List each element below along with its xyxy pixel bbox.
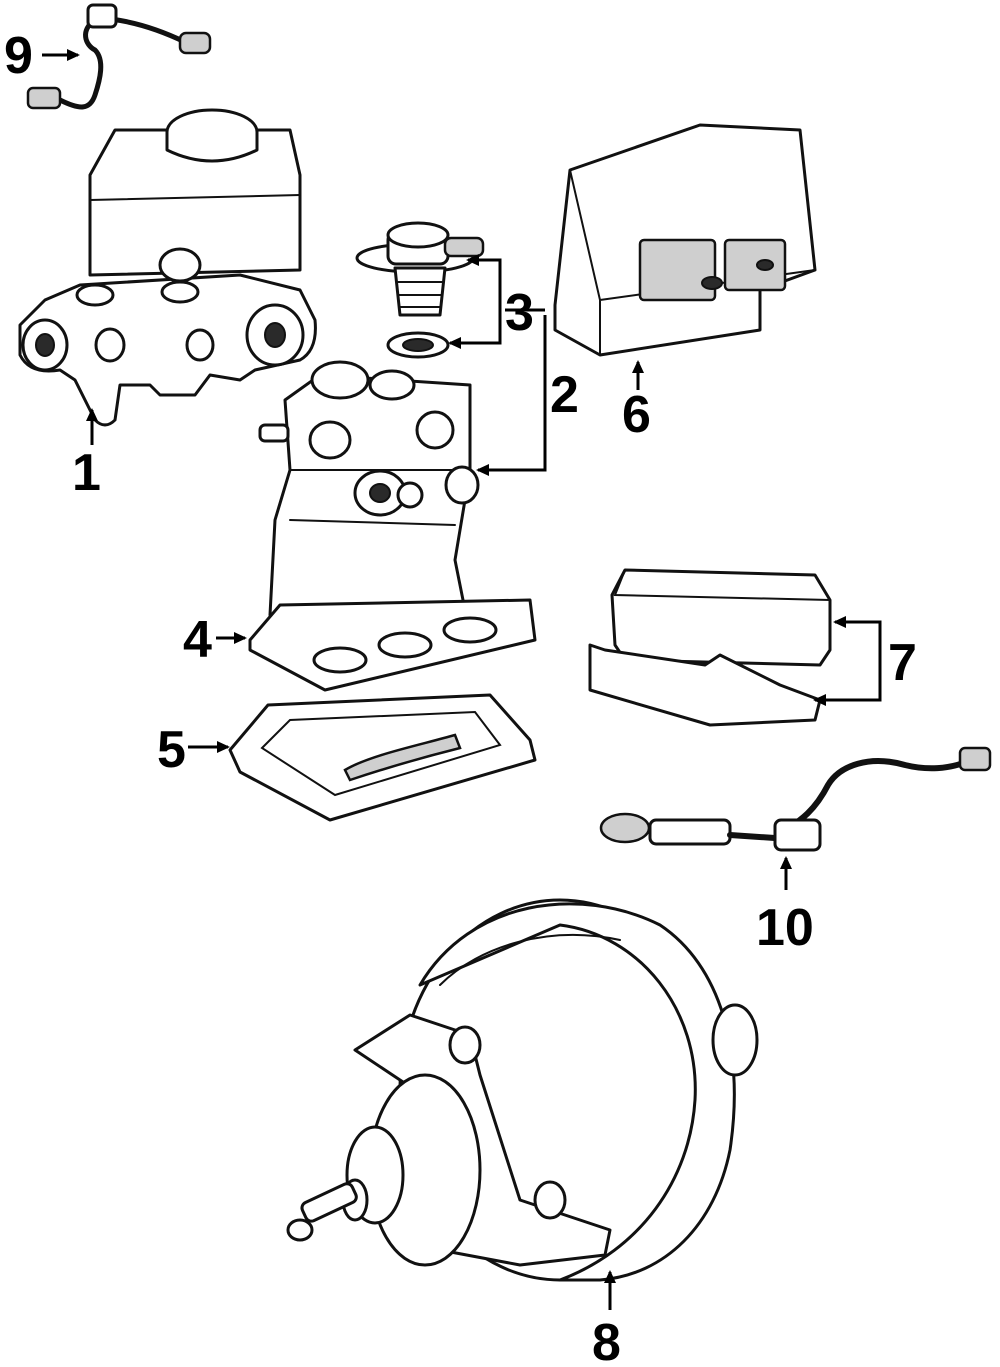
callout-1: 1: [72, 444, 101, 502]
callout-6: 6: [622, 386, 651, 444]
part-4-base-plate: [248, 598, 537, 692]
leader-2: [476, 315, 547, 476]
leader-lines: [42, 49, 882, 1310]
callout-labels: 1 2 3 4 5 6 7 8 9 10: [4, 27, 917, 1367]
leader-3-top: [466, 254, 502, 285]
part-1-master-cylinder: [18, 108, 317, 427]
callout-9: 9: [4, 27, 33, 85]
callout-4: 4: [183, 611, 212, 669]
callout-5: 5: [157, 721, 186, 779]
callout-3: 3: [505, 284, 534, 342]
part-6-control-module: [553, 123, 817, 357]
callout-8: 8: [592, 1314, 621, 1367]
callout-10: 10: [756, 899, 814, 957]
callout-2: 2: [550, 366, 579, 424]
part-7-module-bracket: [588, 568, 832, 727]
part-2-modulator-valve: [258, 360, 480, 617]
leader-7-top: [833, 616, 882, 655]
leader-3-bottom: [448, 285, 502, 349]
callout-7: 7: [888, 634, 917, 692]
part-10-speed-sensor: [599, 746, 992, 852]
part-5-gasket: [228, 693, 537, 822]
part-8-brake-booster: [286, 898, 759, 1282]
part-9-sensor-harness: [26, 3, 212, 110]
part-3-valve-assembly: [355, 221, 485, 359]
leader-7-bottom: [813, 655, 882, 706]
